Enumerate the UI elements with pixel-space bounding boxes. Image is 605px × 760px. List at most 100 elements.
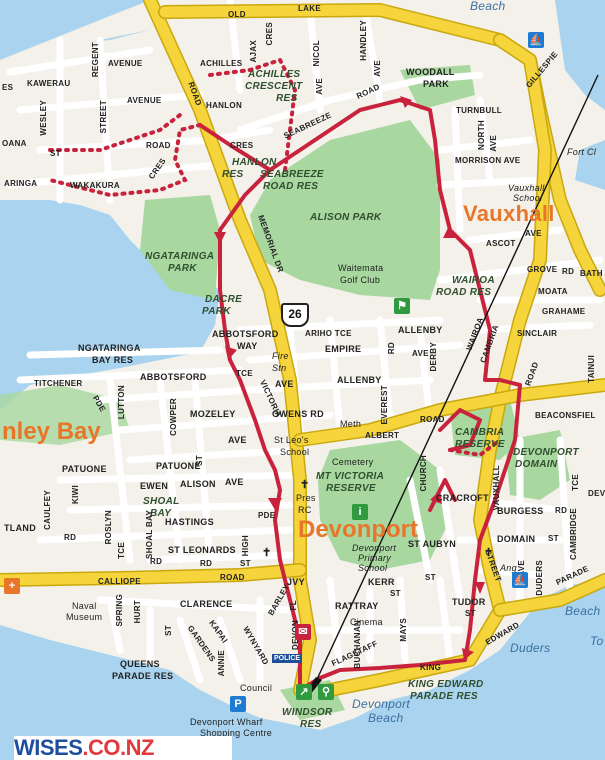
label-owens: OWENS RD — [272, 409, 324, 419]
label-tainui: TAINUI — [587, 355, 596, 383]
label-king: KING — [420, 663, 442, 672]
label-domain: DOMAIN — [515, 459, 558, 470]
label-ave-3: AVE — [228, 435, 247, 445]
label-naval: Naval — [72, 601, 97, 611]
label-beach-top: Beach — [470, 0, 506, 13]
label-moata: MOATA — [538, 287, 568, 296]
label-bath: BATH — [580, 269, 603, 278]
label-allenby-2: ALLENBY — [337, 375, 382, 385]
label-parade-res: PARADE RES — [112, 671, 174, 681]
police-icon: POLICE — [272, 654, 303, 663]
mail-icon: ✉ — [295, 624, 311, 640]
label-bay-res: BAY RES — [92, 355, 134, 365]
label-caulfey: CAULFEY — [43, 490, 52, 530]
label-ave-a: AVE — [525, 229, 542, 238]
label-mays: MAYS — [399, 618, 408, 642]
label-nley-bay: nley Bay — [2, 418, 101, 445]
label-morrison: MORRISON AVE — [455, 156, 521, 165]
label-patuone-2: PATUONE — [156, 461, 201, 471]
label-rd-t: RD — [64, 533, 77, 542]
label-mt-victoria: MT VICTORIA — [316, 471, 385, 482]
label-ave-1: AVE — [315, 78, 324, 95]
label-empire: EMPIRE — [325, 344, 362, 354]
label-oana: OANA — [2, 139, 27, 148]
label-aringa: ARINGA — [4, 179, 38, 188]
label-school-2: School — [280, 447, 310, 457]
label-wharf: Devonport Wharf — [190, 717, 263, 727]
label-bay-s: BAY — [150, 508, 172, 519]
wises-logo[interactable]: WISES.CO.NZ — [14, 735, 232, 760]
label-windsor: WINDSOR — [282, 707, 333, 718]
label-council: Council — [240, 683, 273, 693]
church-icon: ✝ — [300, 479, 310, 491]
label-kerr: KERR — [368, 577, 395, 587]
label-st-aubyn: ST AUBYN — [408, 539, 457, 549]
label-ave-2: AVE — [275, 379, 294, 389]
route-arrows — [214, 96, 485, 660]
label-st-t: ST — [465, 609, 476, 618]
label-rd-e: RD — [387, 342, 396, 355]
label-street-1: STREET — [99, 100, 108, 134]
label-duders: DUDERS — [535, 560, 544, 596]
label-regent: REGENT — [91, 42, 100, 78]
label-parade-res-2: PARADE RES — [410, 691, 478, 702]
label-rattray: RATTRAY — [335, 601, 379, 611]
label-albert: ALBERT — [365, 431, 400, 440]
label-ave-n: AVE — [489, 135, 498, 152]
label-tland: TLAND — [4, 523, 36, 533]
label-museum: Museum — [66, 612, 103, 622]
label-ariho: ARIHO TCE — [305, 329, 352, 338]
label-park-n: PARK — [168, 263, 197, 274]
label-alison-2: ALISON — [180, 479, 216, 489]
church-icon-2: ✝ — [262, 547, 272, 559]
label-ngataringa-park: NGATARINGA — [145, 251, 215, 262]
label-annie: ANNIE — [217, 650, 226, 677]
label-cowper: COWPER — [169, 398, 178, 436]
ferry-icon: ↗ — [296, 684, 312, 700]
label-beaconsfield: BEACONSFIEL — [535, 411, 596, 420]
label-tce-r: TCE — [571, 474, 580, 491]
label-reserve: RESERVE — [455, 439, 505, 450]
label-ave-al: AVE — [412, 349, 429, 358]
label-st-leonards: ST LEONARDS — [168, 545, 236, 555]
label-roslyn: ROSLYN — [104, 510, 113, 545]
label-cambria-res: CAMBRIA — [455, 427, 505, 438]
label-ave-handley: AVE — [373, 60, 382, 77]
label-hastings: HASTINGS — [165, 517, 214, 527]
information-icon: i — [352, 504, 368, 520]
label-way: WAY — [237, 341, 258, 351]
label-crescent: CRESCENT — [245, 81, 303, 92]
label-shopping: Shopping Centre — [200, 728, 273, 738]
label-patuone-1: PATUONE — [62, 464, 107, 474]
label-seabreeze-res: SEABREEZE — [260, 169, 324, 180]
label-church: CHURCH — [419, 455, 428, 492]
label-ewen: EWEN — [140, 481, 169, 491]
label-st-leos: St Leo's — [274, 435, 309, 445]
label-to: To — [590, 634, 604, 648]
label-meth: Meth — [340, 419, 362, 429]
label-devonport: Devonport — [298, 516, 418, 543]
label-beach-db: Beach — [368, 711, 404, 725]
label-shoal-bay-rd: SHOAL BAY — [145, 510, 154, 559]
label-grove: GROVE — [527, 265, 558, 274]
route-dotted — [48, 57, 502, 458]
label-duders-beach: Duders — [510, 641, 551, 655]
label-reserve-2: RESERVE — [326, 483, 376, 494]
label-res-1: RES — [276, 93, 298, 104]
label-dacre: DACRE — [205, 294, 243, 305]
label-kawerau: KAWERAU — [27, 79, 71, 88]
label-devonport-primary: Devonport — [352, 543, 397, 553]
label-road-al: ROAD — [420, 415, 445, 424]
label-tce-1: TCE — [236, 369, 253, 378]
label-lutton: LUTTON — [117, 385, 126, 420]
label-st-c: ST — [164, 625, 173, 636]
church-icon-3: ✝ — [484, 547, 494, 559]
label-alison-park: ALISON PARK — [310, 212, 382, 223]
label-shoal-bay: SHOAL — [143, 496, 180, 507]
label-ang: Ang — [500, 563, 517, 573]
label-rd-sb: RD — [150, 557, 163, 566]
label-devonport-domain: DEVONPORT — [513, 447, 579, 458]
label-grahame: GRAHAME — [542, 307, 586, 316]
